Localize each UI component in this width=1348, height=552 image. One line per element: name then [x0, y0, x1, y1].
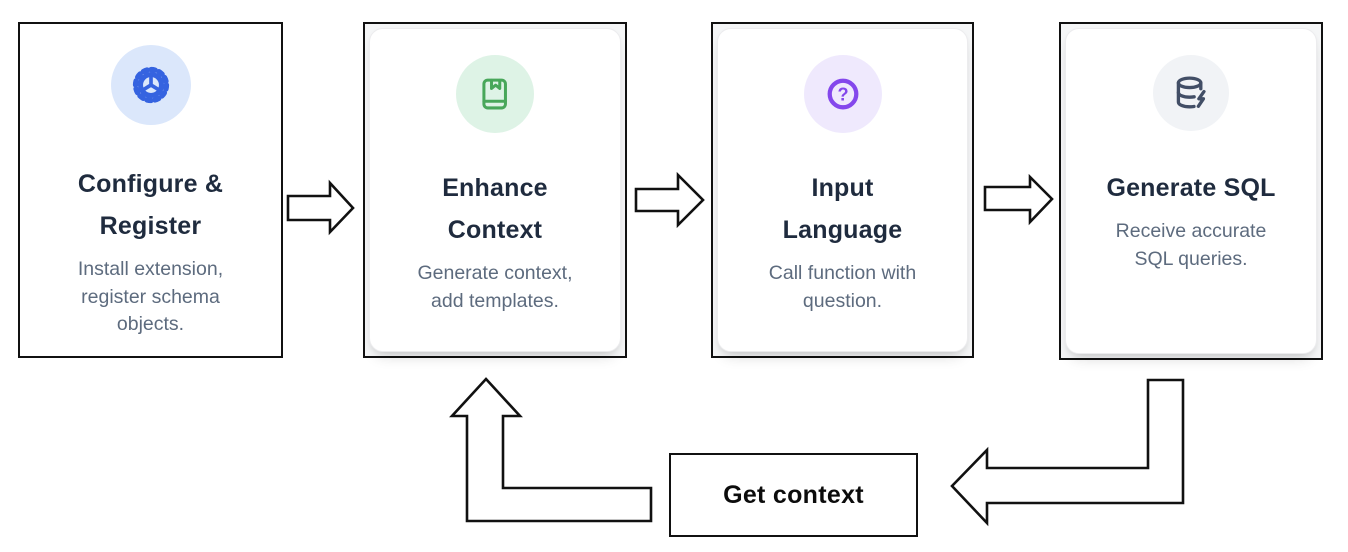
arrow-step2-to-step3	[634, 171, 705, 229]
step3-description: Call function with question.	[768, 262, 917, 312]
step4-title: Generate SQL	[1106, 174, 1276, 202]
loop-up-arrow	[449, 377, 653, 523]
step-card-input-language: ? Input Language Call function with ques…	[711, 22, 974, 358]
get-context-box: Get context	[669, 453, 918, 537]
step2-title: Enhance Context	[442, 174, 548, 244]
step1-title: Configure & Register	[77, 170, 224, 240]
gear-icon	[130, 64, 172, 106]
database-bolt-icon	[1170, 72, 1212, 114]
step1-description: Install extension, register schema objec…	[77, 258, 224, 335]
step4-description: Receive accurate SQL queries.	[1115, 220, 1267, 270]
arrow-step1-to-step2	[286, 179, 355, 236]
step3-title: Input Language	[782, 174, 903, 244]
step3-icon-circle: ?	[803, 55, 882, 133]
step2-description: Generate context, add templates.	[417, 262, 573, 312]
step2-icon-circle	[456, 55, 534, 133]
arrow-step3-to-step4	[983, 173, 1054, 226]
svg-text:?: ?	[837, 84, 848, 104]
question-icon: ?	[824, 75, 862, 113]
step4-icon-circle	[1153, 55, 1229, 131]
get-context-label: Get context	[723, 480, 864, 509]
step-card-enhance-context: Enhance Context Generate context, add te…	[363, 22, 627, 358]
step1-icon-circle	[110, 45, 191, 125]
book-icon	[476, 75, 514, 113]
step-card-configure-register: Configure & Register Install extension, …	[18, 22, 283, 358]
step-card-generate-sql: Generate SQL Receive accurate SQL querie…	[1059, 22, 1323, 360]
loop-down-elbow-arrow	[950, 378, 1185, 527]
